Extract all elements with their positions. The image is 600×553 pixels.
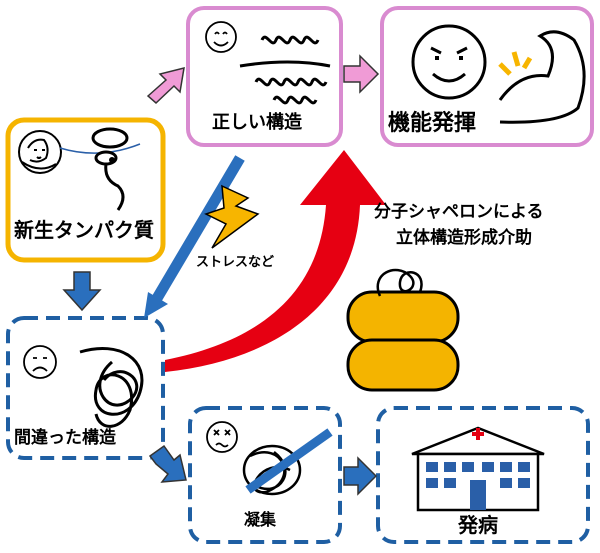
arrow-aggregation-to-disease xyxy=(343,456,378,496)
arrow-nascent-to-correct xyxy=(146,66,185,105)
arrow-correct-to-function xyxy=(343,54,380,94)
function-box xyxy=(380,6,594,147)
chaperone-label-line1: 分子シャペロンによる xyxy=(374,202,544,222)
disease-label: 発病 xyxy=(458,513,498,537)
hospital-icon xyxy=(411,426,545,512)
aggregation-label: 凝集 xyxy=(244,510,277,529)
smiling-face-icon xyxy=(205,21,237,53)
aggregate-icon xyxy=(242,428,333,496)
arrow-chaperone-curve xyxy=(165,150,386,372)
protein-coil-icon xyxy=(59,127,141,211)
arrow-wrong-to-aggregation xyxy=(148,444,187,483)
baby-icon xyxy=(18,130,62,174)
strong-face-icon xyxy=(411,24,487,100)
wrong-structure-label: 間違った構造 xyxy=(14,428,116,448)
lightning-bolt-icon xyxy=(204,184,260,249)
chaperone-label-line2: 立体構造形成介助 xyxy=(396,228,532,248)
tangled-protein-icon xyxy=(79,347,144,428)
folded-coil-icon xyxy=(239,35,331,105)
sad-face-icon xyxy=(23,345,57,379)
stress-label: ストレスなど xyxy=(196,255,275,270)
flexed-arm-icon xyxy=(498,30,586,124)
arrow-stress-diagonal xyxy=(151,155,245,303)
arrow-nascent-to-wrong xyxy=(62,271,102,312)
arrow-stress-head xyxy=(144,292,168,318)
correct-structure-label: 正しい構造 xyxy=(212,112,302,133)
dizzy-face-icon xyxy=(206,421,238,453)
nascent-protein-label: 新生タンパク質 xyxy=(14,218,154,242)
function-label: 機能発揮 xyxy=(388,111,477,136)
chaperone-barrel-icon xyxy=(346,268,460,392)
